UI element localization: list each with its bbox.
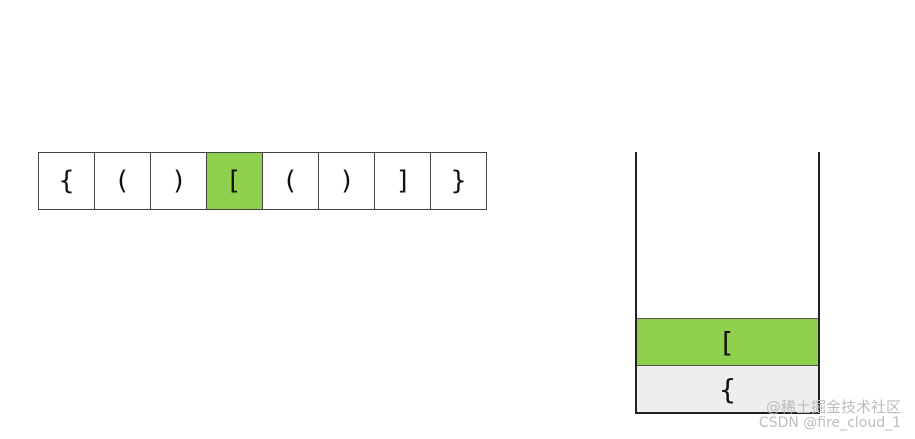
stack-container: [ { (635, 152, 820, 414)
watermark-line-1: @稀土掘金技术社区 (765, 398, 901, 416)
stack-item-top: [ (637, 318, 818, 365)
bracket-sequence: { ( ) [ ( ) ] } (38, 152, 487, 210)
sequence-cell-current: [ (207, 153, 263, 209)
watermark: @稀土掘金技术社区 CSDN @fire_cloud_1 (759, 399, 901, 431)
sequence-cell: } (431, 153, 487, 209)
watermark-line-2: CSDN @fire_cloud_1 (758, 415, 901, 431)
sequence-cell: ) (319, 153, 375, 209)
sequence-cell: ( (263, 153, 319, 209)
sequence-cell: { (39, 153, 95, 209)
sequence-cell: ) (151, 153, 207, 209)
sequence-cell: ( (95, 153, 151, 209)
sequence-cell: ] (375, 153, 431, 209)
stack-item-bottom: { (637, 365, 818, 412)
